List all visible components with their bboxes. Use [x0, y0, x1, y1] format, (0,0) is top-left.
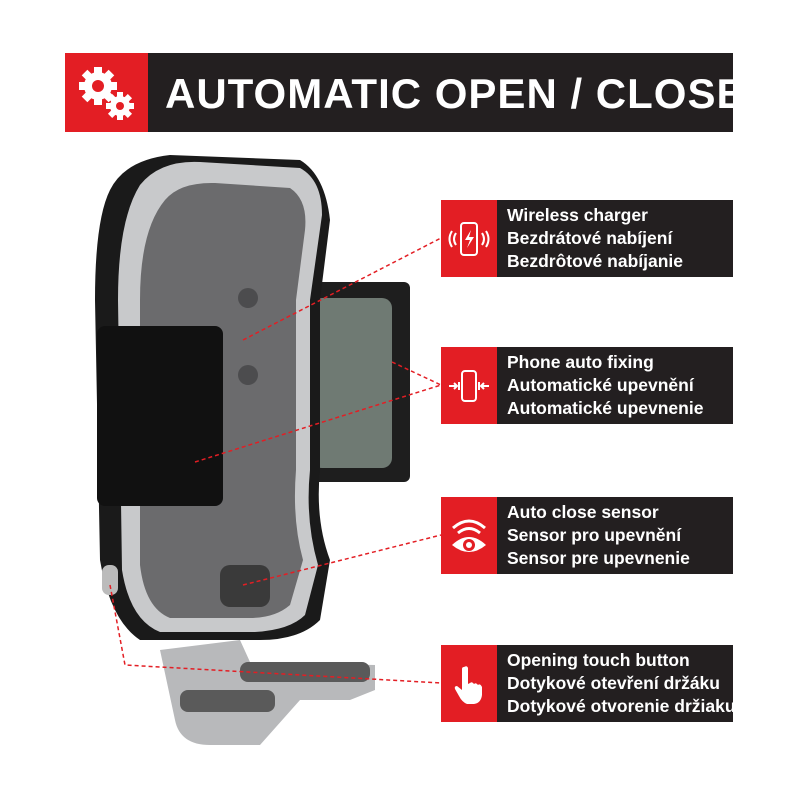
feature-title: Auto close sensor [507, 502, 659, 522]
feature-sk: Bezdrôtové nabíjanie [507, 251, 684, 271]
feature-sk: Sensor pre upevnenie [507, 548, 690, 568]
feature-sk: Dotykové otvorenie držiaku [507, 696, 736, 716]
feature-phone-auto-fixing: Phone auto fixing Automatické upevnění A… [441, 347, 733, 424]
wireless-charging-phone-icon [441, 200, 497, 277]
phone-clamp-icon [441, 347, 497, 424]
feature-auto-close-sensor: Auto close sensor Sensor pro upevnění Se… [441, 497, 733, 574]
gears-icon [65, 53, 148, 132]
feature-title: Phone auto fixing [507, 352, 654, 372]
page-title: AUTOMATIC OPEN / CLOSE [165, 70, 746, 117]
feature-title: Opening touch button [507, 650, 690, 670]
feature-sk: Automatické upevnenie [507, 398, 704, 418]
feature-opening-touch-button: Opening touch button Dotykové otevření d… [441, 645, 736, 722]
feature-cz: Automatické upevnění [507, 375, 694, 395]
feature-title: Wireless charger [507, 205, 648, 225]
feature-cz: Bezdrátové nabíjení [507, 228, 673, 248]
feature-cz: Sensor pro upevnění [507, 525, 682, 545]
sensor-eye-icon [441, 497, 497, 574]
title-banner: AUTOMATIC OPEN / CLOSE [65, 53, 744, 132]
feature-cz: Dotykové otevření držáku [507, 673, 720, 693]
feature-wireless-charger: Wireless charger Bezdrátové nabíjení Bez… [441, 200, 733, 277]
touch-hand-icon [441, 645, 497, 722]
